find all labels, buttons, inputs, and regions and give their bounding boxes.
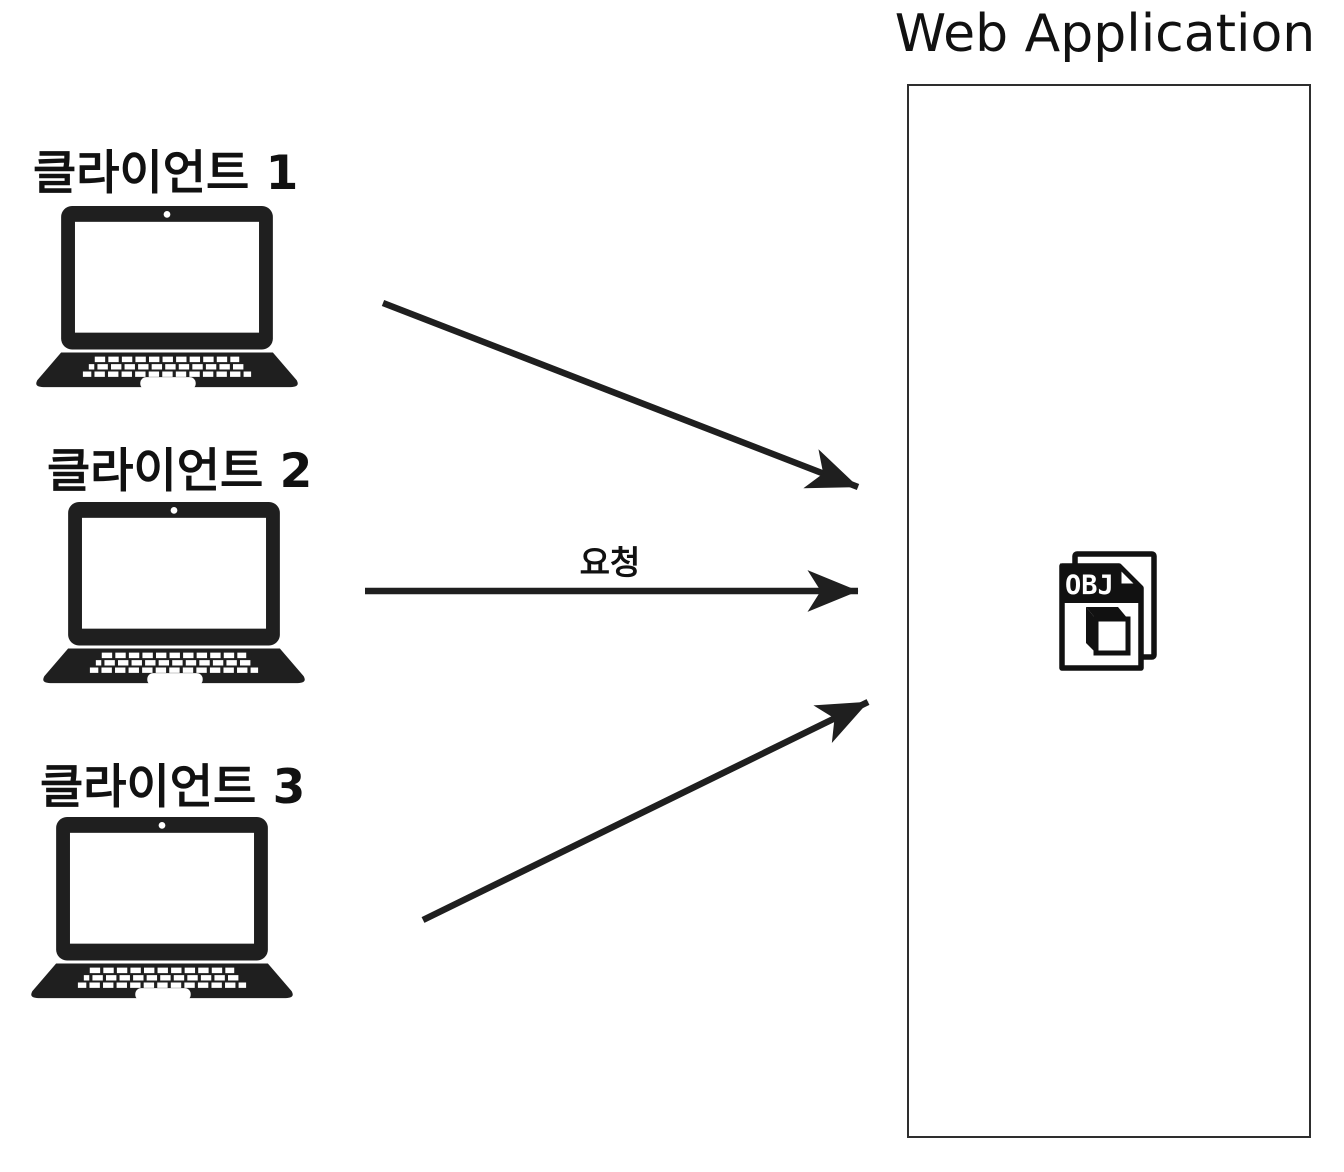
laptop-icon [33, 206, 301, 394]
laptop-icon [28, 817, 296, 1005]
obj-file-icon: OBJ [1059, 551, 1157, 671]
obj-badge-text: OBJ [1065, 570, 1114, 601]
laptop-icon [40, 502, 308, 690]
client-1-label: 클라이언트 1 [33, 146, 299, 201]
client-3-label: 클라이언트 3 [40, 760, 306, 815]
web-application-title: Web Application [894, 4, 1316, 64]
client-2-label: 클라이언트 2 [47, 444, 313, 499]
cube-icon [1086, 607, 1131, 656]
arrow-client1-to-webapp [381, 299, 860, 491]
request-arrow-label: 요청 [579, 543, 641, 582]
arrow-client3-to-webapp [421, 699, 870, 923]
